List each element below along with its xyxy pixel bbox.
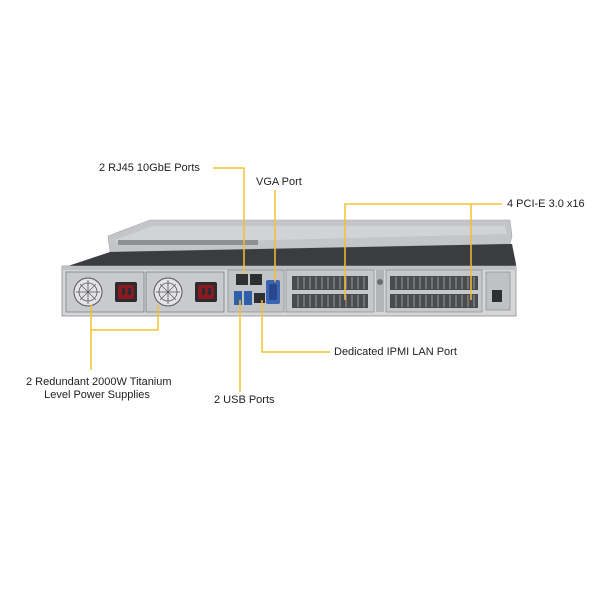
power-supply-2 [145, 271, 225, 313]
pcie-bay-left [285, 269, 375, 313]
chassis-top-highlight [115, 226, 507, 244]
label-pcie-slots: 4 PCI-E 3.0 x16 [507, 198, 585, 210]
usb-port-1 [234, 291, 242, 305]
rj45-port-2 [250, 274, 262, 285]
label-power-supplies: 2 Redundant 2000W Titanium Level Power S… [26, 376, 172, 402]
pcie-bay-right [385, 269, 483, 313]
usb-port-2 [244, 291, 252, 305]
chassis-vent-strip [118, 240, 258, 245]
label-vga-port: VGA Port [256, 176, 302, 188]
callout-pcie [344, 203, 472, 300]
rear-latch [485, 271, 511, 311]
ipmi-lan-port [254, 293, 265, 303]
bay-divider [376, 270, 384, 312]
callout-lines [90, 167, 502, 392]
rj45-port-1 [236, 274, 248, 285]
label-power-supplies-line1: 2 Redundant 2000W Titanium [26, 376, 172, 388]
label-ipmi-port: Dedicated IPMI LAN Port [334, 346, 457, 358]
label-rj45-ports: 2 RJ45 10GbE Ports [99, 162, 200, 174]
label-power-supplies-line2: Level Power Supplies [44, 389, 150, 401]
thumbscrew-icon [377, 279, 383, 285]
label-usb-ports: 2 USB Ports [214, 394, 275, 406]
callout-psu [90, 305, 159, 331]
callout-ipmi [261, 300, 330, 353]
callout-rj45 [213, 167, 245, 274]
power-supply-1 [65, 271, 145, 313]
